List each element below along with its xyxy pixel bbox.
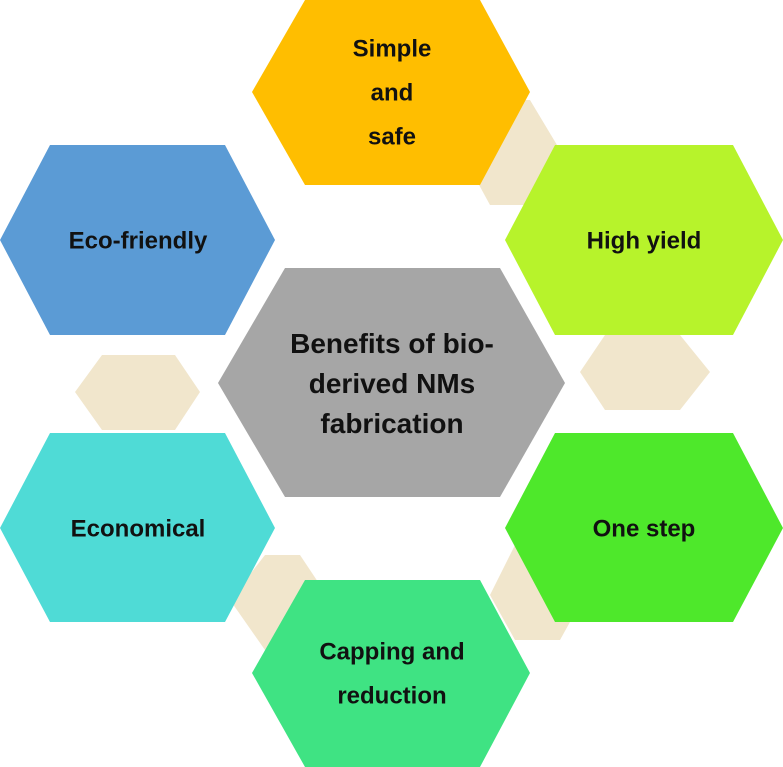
hexagon-simple-and-safe-shape	[252, 0, 530, 185]
label-line: fabrication	[320, 408, 463, 439]
hexagon-high-yield-shape	[505, 145, 783, 335]
hexagon-center-shape	[218, 268, 565, 497]
hexagon-economical-shape	[0, 433, 275, 622]
label-line: Economical	[71, 515, 206, 542]
connector-left	[75, 355, 200, 430]
label-line: Capping and	[319, 638, 464, 665]
hexagon-economical: Economical	[0, 433, 275, 622]
hexagon-eco-friendly-shape	[0, 145, 275, 335]
hexagon-center-label: Benefits of bio-derived NMs fabrication	[290, 328, 494, 439]
hexagon-capping-and-reduction-shape	[252, 580, 530, 767]
hexagon-simple-and-safe-label: Simple and safe	[353, 35, 432, 150]
label-line: Benefits of bio-	[290, 328, 494, 359]
hexagon-eco-friendly: Eco-friendly	[0, 145, 275, 335]
label-line: and	[371, 79, 414, 106]
hexagon-economical-label: Economical	[71, 515, 206, 542]
label-line: reduction	[337, 682, 446, 709]
connector-right	[580, 335, 710, 410]
label-line: derived NMs	[309, 368, 476, 399]
label-line: Eco-friendly	[69, 227, 208, 254]
hexagon-one-step-label: One step	[593, 515, 696, 542]
hexagon-capping-and-reduction-label: Capping and reduction	[319, 638, 464, 709]
hexagon-eco-friendly-label: Eco-friendly	[69, 227, 208, 254]
label-line: One step	[593, 515, 696, 542]
hexagon-center: Benefits of bio-derived NMs fabrication	[218, 268, 565, 497]
label-line: safe	[368, 123, 416, 150]
label-line: High yield	[587, 227, 702, 254]
hexagon-one-step: One step	[505, 433, 783, 622]
hexagon-high-yield-label: High yield	[587, 227, 702, 254]
hexagon-high-yield: High yield	[505, 145, 783, 335]
hexagon-simple-and-safe: Simple and safe	[252, 0, 530, 185]
hexagon-one-step-shape	[505, 433, 783, 622]
label-line: Simple	[353, 35, 432, 62]
hexagon-capping-and-reduction: Capping and reduction	[252, 580, 530, 767]
